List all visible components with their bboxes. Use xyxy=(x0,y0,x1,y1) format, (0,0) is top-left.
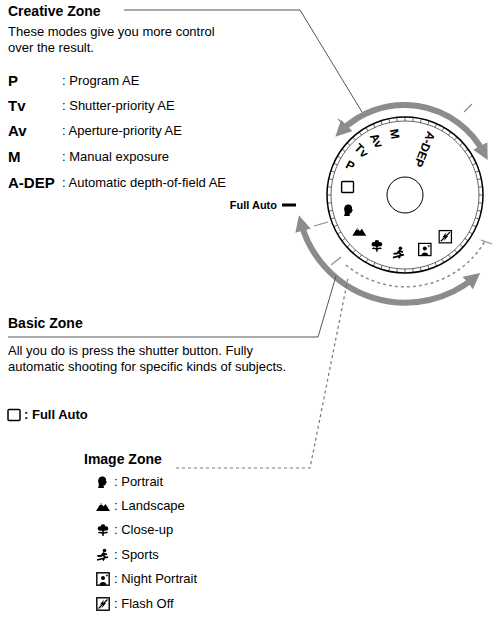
mode-dial: PTvAvMA-DEP xyxy=(325,115,485,275)
zone-heading: Basic Zone xyxy=(8,314,83,332)
mode-letter: P xyxy=(8,72,18,90)
sports-icon xyxy=(97,549,108,561)
mode-description: : Manual exposure xyxy=(62,149,169,165)
basic-leader xyxy=(8,276,336,337)
zone-description: These modes give you more control over t… xyxy=(8,24,240,56)
full-auto-mark xyxy=(282,204,296,207)
mode-description: : Flash Off xyxy=(114,596,174,612)
night-portrait-icon xyxy=(97,573,109,585)
zone-heading: Creative Zone xyxy=(8,2,101,20)
landscape-icon xyxy=(96,503,110,511)
mode-description: : Program AE xyxy=(62,73,139,89)
mode-description: : Automatic depth-of-field AE xyxy=(62,175,240,191)
dial-shape xyxy=(325,115,485,275)
mode-description: : Close-up xyxy=(114,522,173,538)
zone-heading: Image Zone xyxy=(84,450,162,468)
flash-off-icon xyxy=(97,598,109,610)
mode-letter: M xyxy=(8,148,21,166)
mode-letter: Tv xyxy=(8,97,26,115)
dial-pointer-label: Full Auto xyxy=(230,198,277,212)
mode-description: : Sports xyxy=(114,547,159,563)
mode-description: : Portrait xyxy=(114,474,163,490)
mode-letter: A-DEP xyxy=(8,174,55,192)
mode-description: : Full Auto xyxy=(24,407,88,423)
portrait-icon xyxy=(98,477,107,489)
mode-description: : Night Portrait xyxy=(114,571,197,587)
zone-description: All you do is press the shutter button. … xyxy=(8,343,310,375)
mode-description: : Landscape xyxy=(114,498,185,514)
full-auto-icon xyxy=(8,410,20,421)
close-up-icon xyxy=(98,524,109,536)
mode-description: : Shutter-priority AE xyxy=(62,98,175,114)
mode-letter: Av xyxy=(8,122,27,140)
mode-description: : Aperture-priority AE xyxy=(62,123,182,139)
